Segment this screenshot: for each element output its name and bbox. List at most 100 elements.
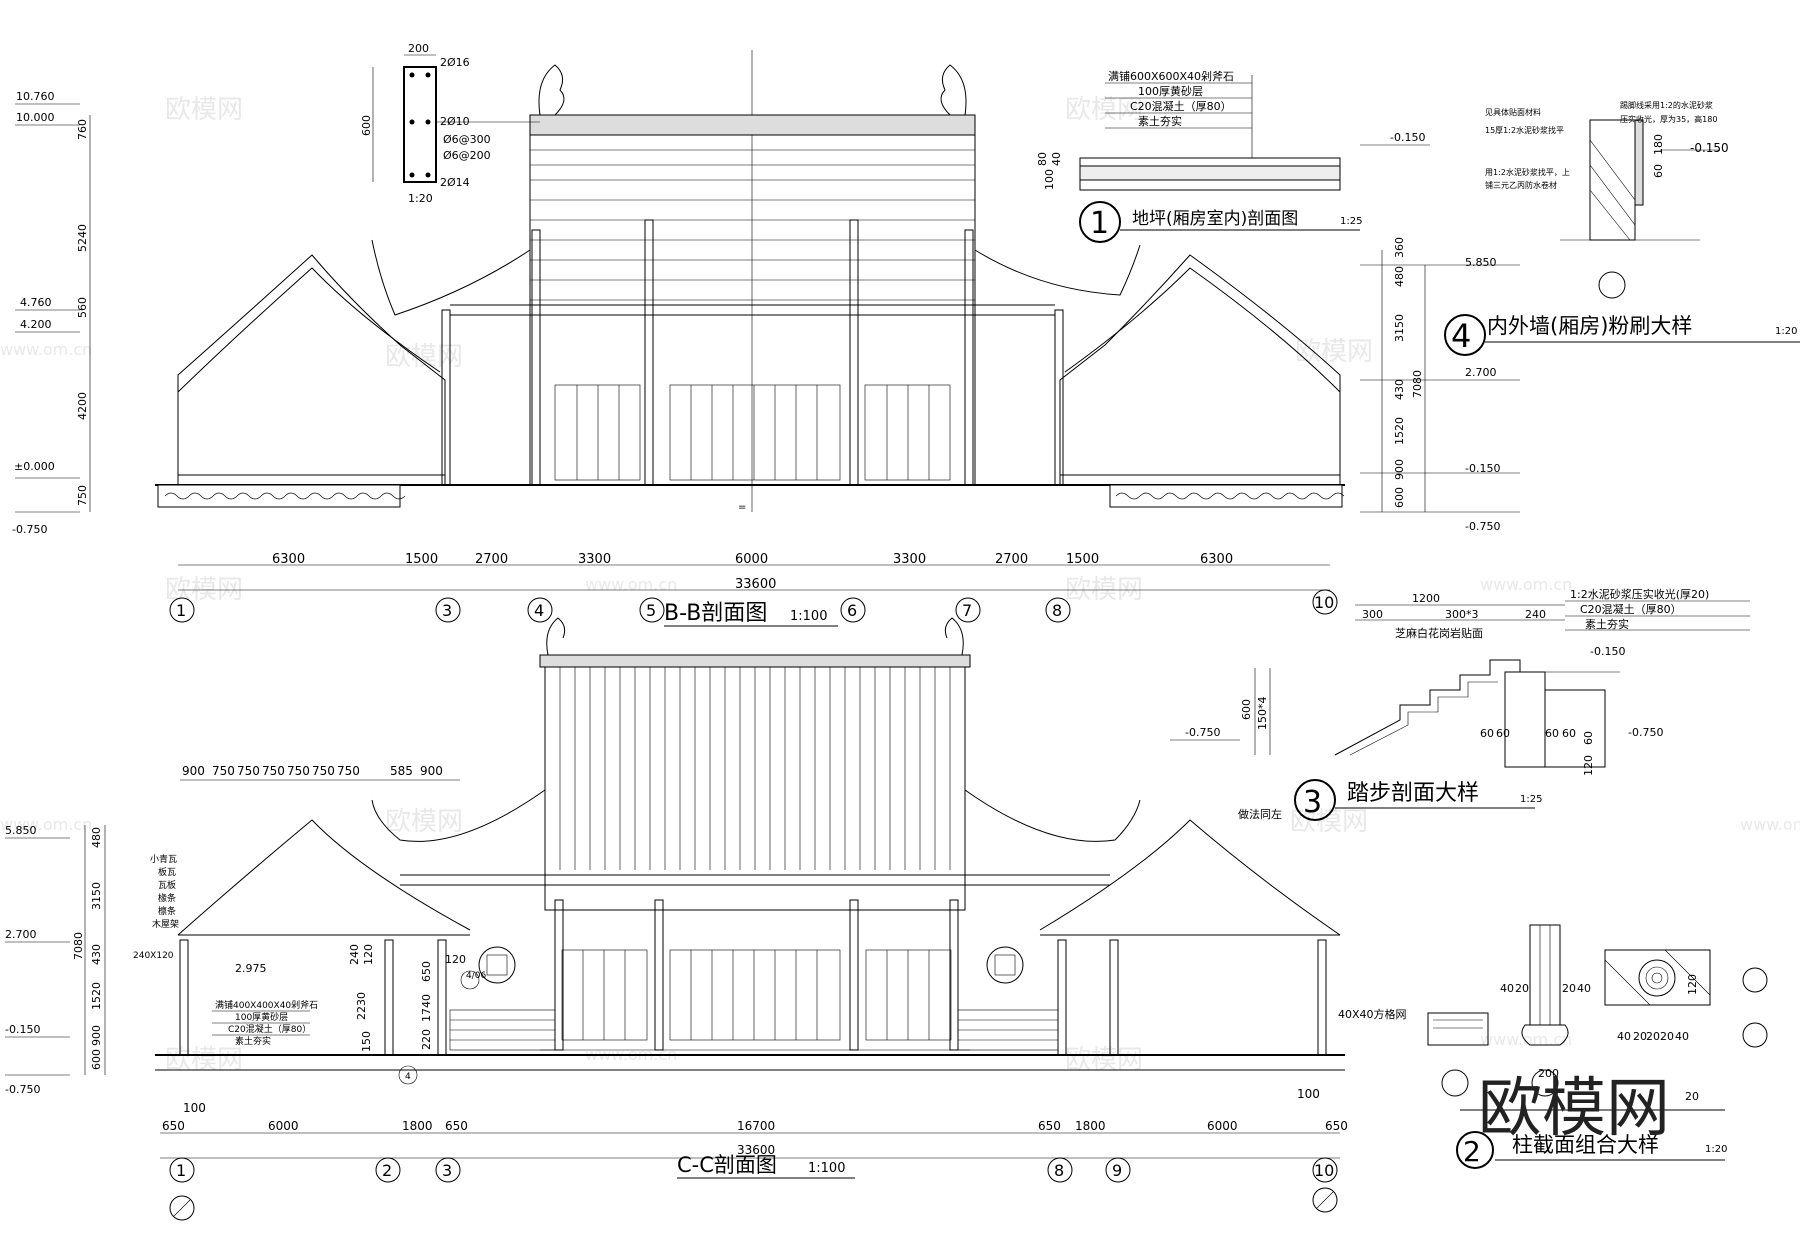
watermark-site: www.om.cn — [0, 815, 92, 834]
vdim: 3150 — [1393, 314, 1406, 342]
watermark: 欧模网 — [385, 342, 463, 372]
beam-label: 240X120 — [133, 951, 174, 961]
vdim: 60 — [1652, 164, 1665, 178]
watermark-site: www.om.cn — [1740, 815, 1800, 834]
dim-label: 20 — [1646, 1030, 1660, 1043]
axis-label: 10 — [1314, 1161, 1334, 1180]
brand-watermark: 欧模网 — [1478, 1072, 1670, 1146]
columns — [441, 219, 1064, 486]
column-rebar-detail: 200 600 2Ø16 2Ø10 Ø6@300 Ø6@200 2Ø14 1:2… — [360, 42, 540, 205]
axis-label: 1 — [176, 1161, 186, 1180]
layer-note: 素土夯实 — [1585, 617, 1629, 631]
dim-label: 60 — [1496, 727, 1510, 740]
dim-label: 750 — [262, 764, 285, 778]
dim-label: 300 — [1362, 608, 1383, 621]
vdim: 180 — [1652, 134, 1665, 155]
detail-3-steps: 1:2水泥砂浆压实收光(厚20) C20混凝土（厚80） 素土夯实 1200 3… — [1170, 587, 1750, 821]
dim-label: 650 — [445, 1119, 468, 1133]
detail-scale: 1:20 — [1705, 1144, 1727, 1155]
layer-note: 板瓦 — [158, 866, 176, 878]
roof-layer-labels: 小青瓦 板瓦 瓦板 椽条 檩条 木屋架 240X120 2.975 做法同左 — [133, 807, 1282, 975]
axis-label: 8 — [1054, 1161, 1064, 1180]
dim-label: 6300 — [272, 552, 305, 567]
layer-note: C20混凝土（厚80） — [228, 1023, 311, 1035]
rebar-label: 2Ø10 — [440, 115, 470, 128]
vdim: 900 — [1393, 459, 1406, 480]
detail-scale: 1:25 — [1340, 216, 1362, 227]
roof-tile-lines — [530, 149, 975, 301]
dim-label: 6000 — [735, 552, 768, 567]
dim-label: 240 — [1525, 608, 1546, 621]
section-bb: = 6300 1500 2700 3300 6000 3300 2700 150… — [12, 50, 1520, 627]
dim-label: 1200 — [1412, 592, 1440, 605]
section-scale: 1:100 — [790, 609, 827, 624]
watermark: 欧模网 — [385, 807, 463, 837]
layer-note: 100厚黄砂层 — [1138, 84, 1203, 98]
vdim: 560 — [76, 297, 89, 318]
layer-note: 素土夯实 — [235, 1035, 271, 1047]
level-mark: -0.150 — [1590, 645, 1625, 658]
door-panels — [561, 949, 952, 1041]
watermark: 欧模网 — [165, 95, 243, 125]
dim-label: 1800 — [1075, 1119, 1106, 1133]
vdim: 750 — [76, 485, 89, 506]
level-mark: -0.150 — [1465, 462, 1500, 475]
axis-label: 7 — [962, 601, 972, 620]
level-mark: 4.760 — [20, 296, 52, 309]
dim-label: 100 — [1297, 1087, 1320, 1101]
note: 见具体贴面材料 — [1485, 107, 1541, 117]
dim-label: 1500 — [1066, 552, 1099, 567]
bb-span-labels: 6300 1500 2700 3300 6000 3300 2700 1500 … — [272, 552, 1233, 592]
dim-total: 33600 — [737, 1143, 775, 1157]
watermark: 欧模网 — [1065, 95, 1143, 125]
vdim: 600 — [1240, 699, 1253, 720]
cc-floor-note: 满铺400X400X40剁斧石 100厚黄砂层 C20混凝土（厚80） 素土夯实 — [212, 999, 318, 1047]
axis-label: 9 — [1112, 1161, 1122, 1180]
rebar-label: Ø6@300 — [443, 133, 491, 146]
watermark-site: www.om.cn — [585, 575, 677, 594]
dim-label: 1800 — [402, 1119, 433, 1133]
axis-label: 6 — [847, 601, 857, 620]
axis-label: 3 — [442, 1161, 452, 1180]
vdim: 120 — [1686, 974, 1699, 995]
dim-label: 6000 — [1207, 1119, 1238, 1133]
dim-label: 750 — [212, 764, 235, 778]
level-mark: 10.000 — [16, 111, 55, 124]
detail-tag: 4/06 — [466, 971, 486, 981]
gravel-pattern — [164, 492, 1345, 500]
dim-label: 300*3 — [1445, 608, 1479, 621]
cc-span-labels: 650 6000 1800 650 16700 650 1800 6000 65… — [162, 1087, 1348, 1157]
dim-label: 1500 — [405, 552, 438, 567]
dim-label: 60 — [1562, 727, 1576, 740]
level-mark: 2.700 — [5, 928, 37, 941]
detail-tag: 4 — [405, 1072, 411, 1082]
dim-label: 3300 — [893, 552, 926, 567]
level-mark: -0.750 — [1465, 520, 1500, 533]
vdim: 760 — [76, 119, 89, 140]
axis-label: 8 — [1052, 601, 1062, 620]
cc-inner-dims: 240 120 2230 150 120 650 1740 220 4/06 4 — [348, 944, 486, 1085]
watermark-site: www.om.cn — [0, 340, 92, 359]
vdim: 1520 — [90, 982, 103, 1010]
dim-label: 60 — [1545, 727, 1559, 740]
layer-note: 1:2水泥砂浆压实收光(厚20) — [1570, 587, 1709, 601]
cc-axis-bubbles: 1 2 3 8 9 10 — [169, 1157, 1338, 1221]
dim-label: 900 — [420, 764, 443, 778]
level-mark: 4.200 — [20, 318, 52, 331]
vdim: 5240 — [76, 224, 89, 252]
steps — [535, 1049, 975, 1056]
dim-label: 60 — [1480, 727, 1494, 740]
level-mark: 2.975 — [235, 962, 267, 975]
cc-left-levels: 5.850 2.700 -0.150 -0.750 — [5, 824, 106, 1096]
roof-tile-lines — [559, 660, 951, 870]
dim-label: 100 — [183, 1101, 206, 1115]
axis-label: 3 — [442, 601, 452, 620]
dim-label: 40 — [1675, 1030, 1689, 1043]
bb-left-levels: 10.760 10.000 4.760 4.200 ±0.000 -0.750 — [12, 90, 91, 536]
vdim: 480 — [1393, 266, 1406, 287]
vdim: 3150 — [90, 882, 103, 910]
vdim: 4200 — [76, 392, 89, 420]
vdim: 480 — [90, 827, 103, 848]
vdim: 220 — [420, 1029, 433, 1050]
note: 做法同左 — [1238, 807, 1282, 821]
